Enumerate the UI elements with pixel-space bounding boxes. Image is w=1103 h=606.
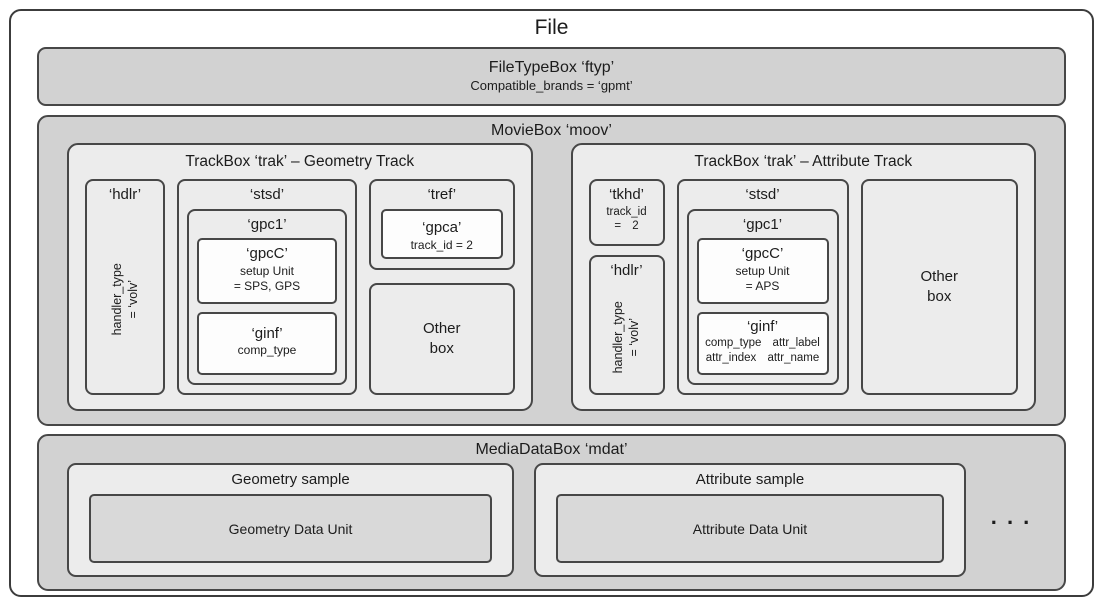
tkhd-track-id-line2: = 2 bbox=[614, 220, 639, 233]
other-box-line1: Other bbox=[920, 267, 958, 285]
gpcC-title: ‘gpcC’ bbox=[246, 245, 288, 262]
stsd-title: ‘stsd’ bbox=[249, 186, 285, 203]
hdlr-handler-type: handler_type = ‘volv’ bbox=[109, 263, 142, 335]
gpc1-title: ‘gpc1’ bbox=[742, 215, 783, 233]
geometry-ginf-box: ‘ginf’ comp_type bbox=[197, 311, 337, 375]
ginf-fields-line1: comp_type attr_label bbox=[705, 337, 820, 350]
gpca-track-id: track_id = 2 bbox=[410, 237, 473, 252]
trackbox-attribute: TrackBox ‘trak’ – Attribute Track ‘tkhd’… bbox=[570, 143, 1036, 411]
geometry-other-box: Other box bbox=[369, 283, 515, 395]
attribute-stsd-box: ‘stsd’ ‘gpc1’ ‘gpcC’ setup Unit = APS ‘g… bbox=[676, 179, 849, 395]
trackbox-geometry: TrackBox ‘trak’ – Geometry Track ‘hdlr’ … bbox=[67, 143, 533, 411]
samples-row: Geometry sample Geometry Data Unit Attri… bbox=[39, 463, 1064, 589]
geometry-tref-box: ‘tref’ ‘gpca’ track_id = 2 bbox=[369, 179, 515, 270]
hdlr-handler-type-line2: = ‘volv’ bbox=[627, 317, 642, 357]
attribute-track-title: TrackBox ‘trak’ – Attribute Track bbox=[694, 153, 913, 170]
attribute-hdlr-box: ‘hdlr’ handler_type = ‘volv’ bbox=[588, 255, 665, 395]
attribute-data-unit: Attribute Data Unit bbox=[556, 494, 944, 563]
geometry-stsd-box: ‘stsd’ ‘gpc1’ ‘gpcC’ setup Unit = SPS, G… bbox=[177, 179, 357, 395]
mdat-title: MediaDataBox ‘mdat’ bbox=[475, 441, 628, 458]
gpca-title: ‘gpca’ bbox=[422, 219, 462, 237]
stsd-title: ‘stsd’ bbox=[745, 186, 780, 203]
attribute-gpc1-box: ‘gpc1’ ‘gpcC’ setup Unit = APS ‘ginf’ co… bbox=[686, 208, 839, 385]
gpcC-setup-unit-line2: = APS bbox=[745, 279, 780, 294]
hdlr-title: ‘hdlr’ bbox=[610, 262, 643, 279]
geometry-track-content: ‘hdlr’ handler_type = ‘volv’ ‘stsd’ bbox=[69, 179, 531, 409]
geometry-sample-title: Geometry sample bbox=[231, 471, 350, 488]
hdlr-title: ‘hdlr’ bbox=[108, 186, 142, 203]
file-title: File bbox=[534, 16, 569, 39]
geometry-gpcC-box: ‘gpcC’ setup Unit = SPS, GPS bbox=[197, 238, 337, 304]
gpcC-setup-unit-line2: = SPS, GPS bbox=[233, 279, 301, 294]
ginf-title: ‘ginf’ bbox=[746, 317, 779, 335]
attribute-left-column: ‘tkhd’ track_id = 2 ‘hdlr’ handler_type … bbox=[588, 179, 665, 395]
gpcC-title: ‘gpcC’ bbox=[741, 245, 784, 262]
other-box-line2: box bbox=[927, 288, 952, 305]
gpc1-title: ‘gpc1’ bbox=[247, 215, 287, 233]
hdlr-rotated-wrap: handler_type = ‘volv’ bbox=[591, 281, 663, 394]
ginf-fields-line2: attr_index attr_name bbox=[705, 352, 820, 365]
tkhd-track-id-line1: track_id bbox=[606, 205, 647, 218]
ginf-title: ‘ginf’ bbox=[251, 324, 283, 342]
hdlr-handler-type-line1: handler_type bbox=[611, 300, 626, 373]
filetypebox-ftyp: FileTypeBox ‘ftyp’ Compatible_brands = ‘… bbox=[37, 47, 1066, 106]
geometry-sample-box: Geometry sample Geometry Data Unit bbox=[67, 463, 514, 577]
hdlr-handler-type-line2: = ‘volv’ bbox=[126, 279, 140, 319]
file-box: File FileTypeBox ‘ftyp’ Compatible_brand… bbox=[9, 9, 1094, 597]
hdlr-handler-type: handler_type = ‘volv’ bbox=[610, 301, 643, 373]
gpca-box: ‘gpca’ track_id = 2 bbox=[381, 208, 503, 259]
tkhd-title: ‘tkhd’ bbox=[608, 186, 645, 203]
gpcC-setup-unit-line1: setup Unit bbox=[239, 263, 295, 278]
attribute-sample-title: Attribute sample bbox=[695, 471, 805, 488]
attribute-tkhd-box: ‘tkhd’ track_id = 2 bbox=[588, 179, 665, 246]
attribute-gpcC-box: ‘gpcC’ setup Unit = APS bbox=[696, 238, 829, 304]
attribute-sample-box: Attribute sample Attribute Data Unit bbox=[534, 463, 966, 577]
geometry-hdlr-box: ‘hdlr’ handler_type = ‘volv’ bbox=[85, 179, 165, 395]
geometry-data-unit: Geometry Data Unit bbox=[89, 494, 492, 563]
geometry-gpc1-box: ‘gpc1’ ‘gpcC’ setup Unit = SPS, GPS ‘gin… bbox=[187, 208, 347, 385]
other-box-line2: box bbox=[429, 340, 454, 357]
other-box-line1: Other bbox=[422, 319, 461, 337]
attribute-track-content: ‘tkhd’ track_id = 2 ‘hdlr’ handler_type … bbox=[573, 179, 1035, 409]
tracks-row: TrackBox ‘trak’ – Geometry Track ‘hdlr’ … bbox=[39, 143, 1064, 424]
ginf-comp-type: comp_type bbox=[237, 343, 297, 358]
moviebox-moov: MovieBox ‘moov’ TrackBox ‘trak’ – Geomet… bbox=[37, 115, 1066, 426]
geometry-track-title: TrackBox ‘trak’ – Geometry Track bbox=[185, 153, 415, 170]
hdlr-handler-type-line1: handler_type bbox=[109, 262, 124, 335]
hdlr-rotated-wrap: handler_type = ‘volv’ bbox=[87, 205, 163, 394]
more-samples-ellipsis: . . . bbox=[990, 504, 1032, 529]
tref-title: ‘tref’ bbox=[427, 186, 457, 203]
geometry-right-column: ‘tref’ ‘gpca’ track_id = 2 Other box bbox=[369, 179, 515, 395]
attribute-other-box: Other box bbox=[860, 179, 1018, 395]
gpcC-setup-unit-line1: setup Unit bbox=[735, 263, 790, 278]
mediadatabox-mdat: MediaDataBox ‘mdat’ Geometry sample Geom… bbox=[37, 434, 1066, 591]
ftyp-title: FileTypeBox ‘ftyp’ bbox=[488, 59, 615, 77]
attribute-ginf-box: ‘ginf’ comp_type attr_label attr_index a… bbox=[696, 311, 829, 375]
moov-title: MovieBox ‘moov’ bbox=[491, 122, 612, 139]
ftyp-compatible-brands: Compatible_brands = ‘gpmt’ bbox=[470, 78, 633, 94]
